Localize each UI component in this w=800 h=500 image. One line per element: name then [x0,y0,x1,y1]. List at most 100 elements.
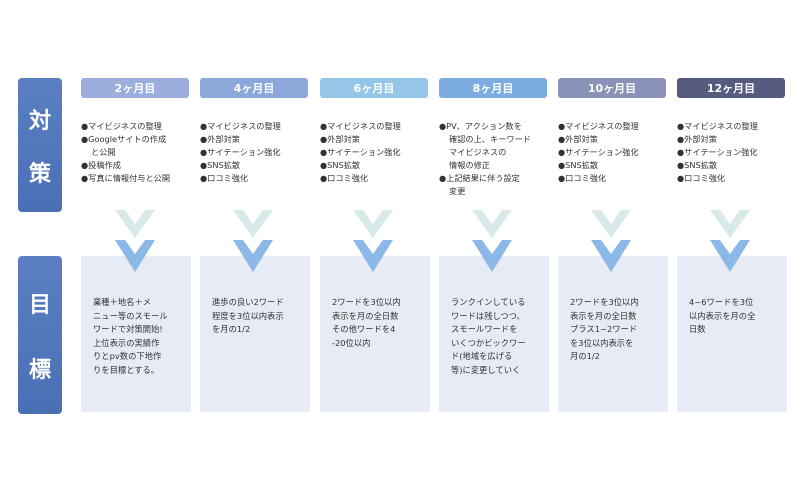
goal-label-char-2: 標 [28,357,51,383]
measure-item: ●口コミ強化 [320,173,369,183]
measure-item: ●サイテーション強化 [320,147,401,157]
chevron-lower [710,240,750,272]
measure-item: 変更 [449,186,466,196]
month-header: 4ヶ月目 [200,78,308,98]
goal-line: 2ワードを3位以内 [332,297,401,307]
month-header: 10ヶ月目 [558,78,666,98]
measure-item: ●サイテーション強化 [200,147,281,157]
goal-line: 月の1/2 [570,351,600,361]
measure-item: ●マイビジネスの整理 [558,121,639,131]
goal-line: を3位以内表示を [570,337,634,348]
goal-line: を月の1/2 [212,324,251,334]
chevron-down-icon [233,210,273,272]
chevron-lower [472,240,512,272]
measure-item: 情報の修正 [449,160,490,170]
chevron-lower [115,240,155,272]
measure-item: ●マイビジネスの整理 [320,121,401,131]
goal-line: いくつかビックワー [451,337,526,348]
goal-line: 表示を月の全日数 [332,310,399,321]
measure-item: ●PV、アクション数を [439,121,522,131]
measure-item: ●SNS拡散 [200,160,241,170]
measures-list: ●マイビジネスの整理 ●外部対策 ●サイテーション強化 ●SNS拡散 ●口コミ強化 [558,120,676,185]
chevron-lower [233,240,273,272]
goal-box: 2ワードを3位以内表示を月の全日数プラス1~2ワードを3位以内表示を月の1/2 [558,256,668,412]
goal-line: ワードは残しつつ、 [451,310,525,321]
measure-item: ●口コミ強化 [200,173,249,183]
chevron-down-icon [710,210,750,272]
chevron-upper [353,210,393,238]
measure-item: ●外部対策 [320,134,360,144]
measure-item: ●Googleサイトの作成 [81,134,167,144]
measure-item: ●マイビジネスの整理 [200,121,281,131]
measure-item: ●口コミ強化 [677,173,726,183]
strategy-row-label: 対 策 [18,78,62,212]
goal-line: ド(地域を広げる [451,351,513,361]
goal-box: 業種＋地名＋メニュー等のスモールワードで対策開始! 上位表示の実績作りとpv数の下… [81,256,191,412]
goal-box: 2ワードを3位以内表示を月の全日数その他ワードを4 -20位以内 [320,256,430,412]
measure-item: ●サイテーション強化 [677,147,758,157]
measure-item: と公開 [91,147,116,157]
goal-box: ランクインしているワードは残しつつ、スモールワードをいくつかビックワード(地域を… [439,256,549,412]
goal-box: 進歩の良い2ワード程度を3位以内表示を月の1/2 [200,256,310,412]
chevron-upper [472,210,512,238]
chevron-lower [353,240,393,272]
strategy-label-char-1: 対 [28,108,51,134]
measure-item: ●サイテーション強化 [558,147,639,157]
month-header: 8ヶ月目 [439,78,547,98]
measure-item: ●外部対策 [200,134,240,144]
measure-item: ●マイビジネスの整理 [81,121,162,131]
goal-line: プラス1~2ワード [570,324,638,334]
measure-item: ●外部対策 [677,134,717,144]
chevron-upper [115,210,155,238]
chevron-down-icon [591,210,631,272]
month-header: 6ヶ月目 [320,78,428,98]
measure-item: ●SNS拡散 [320,160,361,170]
goal-line: ランクインしている [451,297,526,307]
measures-list: ●マイビジネスの整理 ●Googleサイトの作成と公開 ●投稿作成 ●写真に情報付与と… [81,120,199,185]
goal-line: 日数 [689,324,706,334]
goal-line: 4~6ワードを3位 [689,297,754,307]
goal-line: りを目標とする。 [93,364,160,375]
goal-row-label: 目 標 [18,256,62,414]
strategy-label-char-2: 策 [28,161,51,187]
measures-list: ●マイビジネスの整理 ●外部対策 ●サイテーション強化 ●SNS拡散 ●口コミ強化 [677,120,795,185]
goal-line: 2ワードを3位以内 [570,297,639,307]
measure-item: ●投稿作成 [81,160,121,170]
goal-line: ワードで対策開始! [93,324,163,334]
goal-line: りとpv数の下地作 [93,351,162,361]
measures-list: ●マイビジネスの整理 ●外部対策 ●サイテーション強化 ●SNS拡散 ●口コミ強化 [320,120,438,185]
month-header: 2ヶ月目 [81,78,189,98]
measure-item: ●写真に情報付与と公開 [81,173,171,183]
measure-item: ●SNS拡散 [558,160,599,170]
goal-line: 表示を月の全日数 [570,310,637,321]
goal-line: 等)に変更していく [451,364,521,375]
month-header: 12ヶ月目 [677,78,785,98]
measure-item: ●SNS拡散 [677,160,718,170]
goal-line: 程度を3位以内表示 [212,310,284,321]
chevron-down-icon [472,210,512,272]
goal-line: 進歩の良い2ワード [212,297,284,307]
goal-line: -20位以内 [332,337,371,348]
measure-item: ●上記結果に伴う設定 [439,173,520,183]
goal-line: その他ワードを4 [332,324,396,334]
chevron-down-icon [353,210,393,272]
goal-line: スモールワードを [451,324,518,334]
goal-label-char-1: 目 [28,292,51,318]
chevron-upper [591,210,631,238]
measure-item: ●外部対策 [558,134,598,144]
measures-list: ●PV、アクション数を確認の上、キーワードマイビジネスの情報の修正 ●上記結果に伴… [439,120,557,198]
goal-line: 業種＋地名＋メ [93,297,152,307]
chevron-down-icon [115,210,155,272]
measure-item: ●マイビジネスの整理 [677,121,758,131]
measure-item: ●口コミ強化 [558,173,607,183]
measure-item: マイビジネスの [449,147,507,157]
goal-line: ニュー等のスモール [93,310,168,321]
measure-item: 確認の上、キーワード [449,134,531,144]
goal-line: 上位表示の実績作 [93,337,160,348]
chevron-upper [233,210,273,238]
chevron-lower [591,240,631,272]
goal-line: 以内表示を月の全 [689,310,756,321]
goal-box: 4~6ワードを3位以内表示を月の全日数 [677,256,787,412]
chevron-upper [710,210,750,238]
measures-list: ●マイビジネスの整理 ●外部対策 ●サイテーション強化 ●SNS拡散 ●口コミ強化 [200,120,318,185]
